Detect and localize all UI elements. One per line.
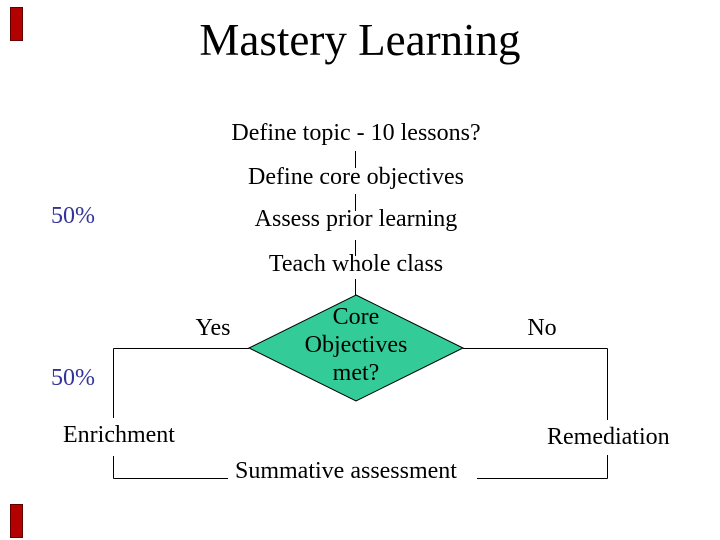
remediation-label: Remediation [547,424,670,450]
decision-diamond-label: Core Objectives met? [256,303,456,387]
branch-label-no: No [527,315,557,341]
summative-assessment-label: Summative assessment [235,458,457,484]
decision-line-1: Core [332,304,380,330]
enrichment-label: Enrichment [63,422,175,448]
decision-line-3: met? [332,360,380,386]
flow-step-define-core-objectives: Define core objectives [248,164,464,190]
percent-label-top: 50% [51,203,95,229]
slide-accent-bar-top-left [10,7,23,41]
flow-step-teach-whole-class: Teach whole class [268,251,444,277]
branch-label-yes: Yes [195,315,231,341]
flow-step-define-topic: Define topic - 10 lessons? [231,120,481,146]
percent-label-bottom: 50% [51,365,95,391]
flow-step-assess-prior-learning: Assess prior learning [254,206,458,232]
slide-accent-bar-bottom-left [10,504,23,538]
decision-line-2: Objectives [304,332,408,358]
slide-title: Mastery Learning [199,15,521,65]
